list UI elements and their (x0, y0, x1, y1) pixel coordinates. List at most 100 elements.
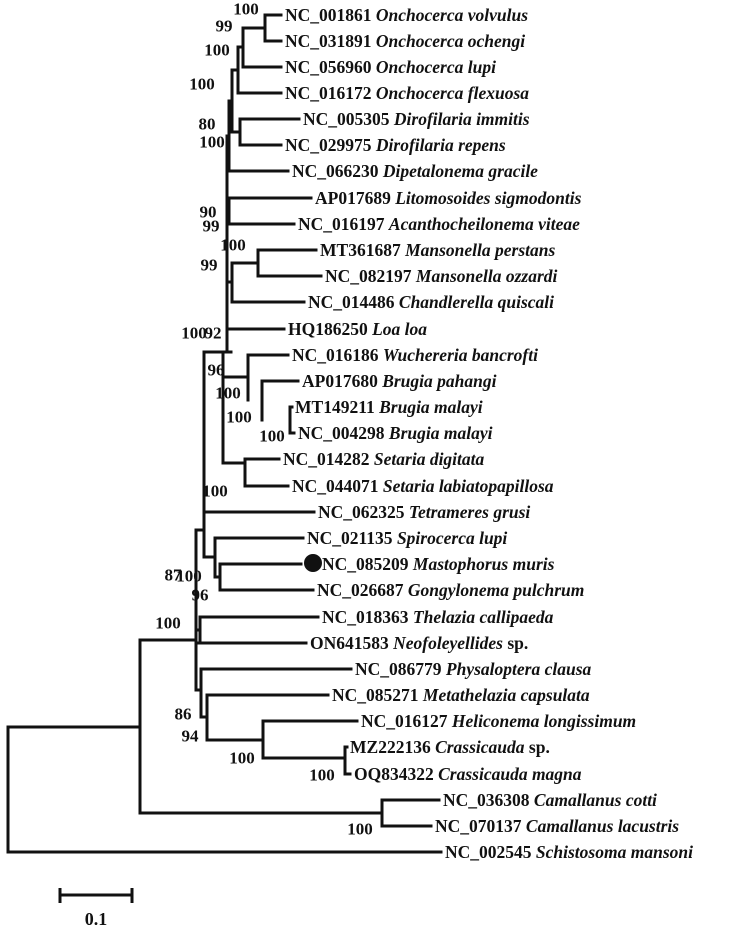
taxon-label: NC_005305 Dirofilaria immitis (303, 109, 530, 129)
bootstrap-value: 94 (182, 727, 200, 746)
taxon-species-name: Onchocerca volvulus (376, 5, 528, 25)
bootstrap-value: 100 (181, 324, 207, 343)
taxon-accession: NC_021135 (307, 528, 397, 548)
bootstrap-value: 90 (200, 203, 217, 222)
taxon-accession: NC_016186 (292, 345, 383, 365)
taxon-accession: NC_002545 (445, 842, 536, 862)
bootstrap-value: 100 (189, 75, 215, 94)
bootstrap-value: 100 (199, 133, 225, 152)
taxon-label: NC_001861 Onchocerca volvulus (285, 5, 528, 25)
taxon-label: MT361687 Mansonella perstans (320, 240, 556, 260)
taxon-accession: NC_056960 (285, 57, 376, 77)
taxon-accession: NC_036308 (443, 790, 534, 810)
taxon-accession: NC_018363 (322, 607, 413, 627)
taxon-label: NC_062325 Tetrameres grusi (318, 502, 530, 522)
bootstrap-value: 80 (199, 115, 216, 134)
taxon-species-name: Acanthocheilonema viteae (388, 214, 580, 234)
taxon-suffix: sp. (503, 633, 528, 653)
bootstrap-value: 100 (155, 614, 181, 633)
taxon-accession: NC_085271 (332, 685, 423, 705)
taxon-species-name: Tetrameres grusi (409, 502, 531, 522)
taxon-accession: NC_062325 (318, 502, 409, 522)
taxon-label: NC_085271 Metathelazia capsulata (332, 685, 590, 705)
taxon-label: AP017689 Litomosoides sigmodontis (315, 188, 582, 208)
bootstrap-value: 99 (201, 256, 218, 275)
taxon-label: NC_031891 Onchocerca ochengi (285, 31, 525, 51)
taxon-accession: NC_044071 (292, 476, 383, 496)
taxon-accession: NC_086779 (355, 659, 446, 679)
taxon-label: NC_056960 Onchocerca lupi (285, 57, 496, 77)
taxon-accession: NC_014486 (308, 292, 399, 312)
bootstrap-value: 100 (229, 749, 255, 768)
bootstrap-value: 99 (203, 217, 220, 236)
taxon-accession: NC_070137 (435, 816, 526, 836)
taxon-species-name: Neofoleyellides (392, 633, 503, 653)
taxon-accession: NC_026687 (317, 580, 408, 600)
taxon-species-name: Gongylonema pulchrum (408, 580, 585, 600)
taxon-accession: NC_001861 (285, 5, 376, 25)
taxon-species-name: Brugia pahangi (381, 371, 496, 391)
taxon-label: NC_036308 Camallanus cotti (443, 790, 657, 810)
taxon-species-name: Crassicauda (435, 737, 525, 757)
taxon-species-name: Onchocerca lupi (376, 57, 496, 77)
taxon-accession: NC_016127 (361, 711, 452, 731)
taxon-species-name: Heliconema longissimum (451, 711, 636, 731)
taxon-species-name: Thelazia callipaeda (413, 607, 554, 627)
taxon-label: NC_044071 Setaria labiatopapillosa (292, 476, 554, 496)
taxon-label: NC_014282 Setaria digitata (283, 449, 485, 469)
taxon-accession: NC_031891 (285, 31, 376, 51)
taxon-label: NC_029975 Dirofilaria repens (285, 135, 506, 155)
taxon-species-name: Spirocerca lupi (397, 528, 507, 548)
taxon-label: NC_004298 Brugia malayi (298, 423, 493, 443)
taxon-accession: NC_005305 (303, 109, 394, 129)
bootstrap-value: 100 (176, 567, 202, 586)
taxon-accession: ON641583 (310, 633, 393, 653)
bootstrap-value: 99 (216, 17, 233, 36)
taxon-species-name: Mastophorus muris (412, 554, 555, 574)
bootstrap-value: 100 (202, 482, 228, 501)
taxon-accession: NC_066230 (292, 161, 383, 181)
taxon-species-name: Crassicauda magna (438, 764, 582, 784)
taxon-species-name: Camallanus cotti (534, 790, 657, 810)
bootstrap-value: 87 (165, 566, 183, 585)
taxon-label: NC_016127 Heliconema longissimum (361, 711, 636, 731)
taxon-accession: OQ834322 (354, 764, 438, 784)
taxon-accession: NC_016197 (298, 214, 389, 234)
scale-bar-label: 0.1 (85, 909, 108, 927)
taxon-accession: NC_016172 (285, 83, 376, 103)
taxon-accession: NC_014282 (283, 449, 374, 469)
bootstrap-value: 100 (204, 41, 230, 60)
bootstrap-value: 96 (192, 586, 209, 605)
bootstrap-value: 100 (347, 820, 373, 839)
taxon-species-name: Dirofilaria immitis (393, 109, 530, 129)
taxon-label: NC_002545 Schistosoma mansoni (445, 842, 693, 862)
taxon-suffix: sp. (525, 737, 550, 757)
taxon-accession: NC_082197 (325, 266, 416, 286)
taxon-label: NC_014486 Chandlerella quiscali (308, 292, 554, 312)
taxon-label: ON641583 Neofoleyellides sp. (310, 633, 528, 653)
taxon-species-name: Wuchereria bancrofti (383, 345, 538, 365)
taxon-species-name: Dipetalonema gracile (382, 161, 538, 181)
taxon-accession: MZ222136 (350, 737, 435, 757)
taxon-label: NC_021135 Spirocerca lupi (307, 528, 507, 548)
taxon-label: NC_016172 Onchocerca flexuosa (285, 83, 529, 103)
taxon-label: AP017680 Brugia pahangi (302, 371, 497, 391)
taxon-label: NC_016186 Wuchereria bancrofti (292, 345, 538, 365)
taxon-label: NC_066230 Dipetalonema gracile (292, 161, 538, 181)
taxon-accession: NC_085209 (322, 554, 413, 574)
taxon-accession: NC_004298 (298, 423, 389, 443)
taxon-species-name: Onchocerca ochengi (376, 31, 525, 51)
taxon-label: NC_026687 Gongylonema pulchrum (317, 580, 584, 600)
bootstrap-value: 96 (208, 361, 225, 380)
taxon-label: HQ186250 Loa loa (288, 319, 427, 339)
taxon-label: OQ834322 Crassicauda magna (354, 764, 582, 784)
bootstrap-value: 92 (205, 324, 222, 343)
taxon-label: NC_016197 Acanthocheilonema viteae (298, 214, 580, 234)
taxon-species-name: Dirofilaria repens (375, 135, 506, 155)
bootstrap-value: 100 (226, 408, 252, 427)
taxon-accession: HQ186250 (288, 319, 372, 339)
taxon-species-name: Litomosoides sigmodontis (394, 188, 581, 208)
taxon-species-name: Mansonella ozzardi (415, 266, 558, 286)
bootstrap-value: 86 (175, 705, 192, 724)
taxon-species-name: Schistosoma mansoni (536, 842, 693, 862)
